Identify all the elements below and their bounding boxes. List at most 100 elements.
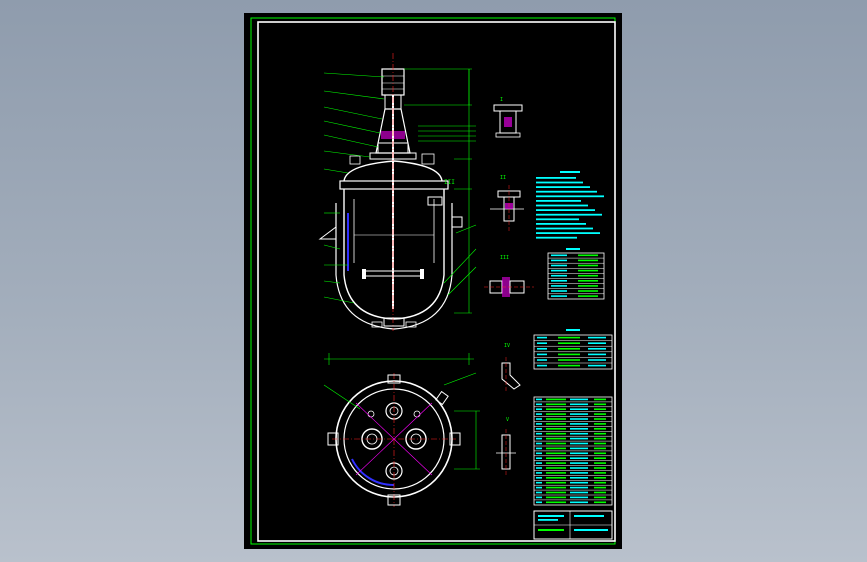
illegible-text-stroke xyxy=(594,408,606,410)
illegible-text-stroke xyxy=(536,486,542,489)
parts-list-table xyxy=(533,396,613,506)
illegible-text-stroke xyxy=(574,529,608,531)
illegible-text-stroke xyxy=(588,348,606,350)
illegible-text-stroke xyxy=(536,501,542,504)
drawing-canvas: III xyxy=(250,17,616,545)
detail-view-iii: III xyxy=(484,255,534,297)
illegible-text-stroke xyxy=(546,423,566,425)
reactor-top-view xyxy=(323,353,480,507)
illegible-text-stroke xyxy=(536,186,590,188)
illegible-text-stroke xyxy=(570,418,588,420)
detail-view-i: I xyxy=(493,97,523,138)
illegible-text-stroke xyxy=(546,486,566,489)
illegible-text-stroke xyxy=(570,413,588,415)
detail-view-v: V xyxy=(496,417,516,475)
svg-text:I: I xyxy=(500,97,503,103)
illegible-text-stroke xyxy=(536,195,604,198)
illegible-text-stroke xyxy=(558,348,580,350)
illegible-text-stroke xyxy=(588,364,606,367)
illegible-text-stroke xyxy=(578,285,598,287)
illegible-text-stroke xyxy=(551,274,567,277)
illegible-text-stroke xyxy=(538,519,558,521)
illegible-text-stroke xyxy=(546,491,566,494)
illegible-text-stroke xyxy=(594,413,606,415)
jacket xyxy=(335,203,453,330)
illegible-text-stroke xyxy=(537,364,547,367)
illegible-text-stroke xyxy=(536,408,542,410)
illegible-text-stroke xyxy=(594,477,606,479)
illegible-text-stroke xyxy=(570,428,588,430)
illegible-text-stroke xyxy=(570,457,588,459)
illegible-text-stroke xyxy=(546,481,566,484)
illegible-text-stroke xyxy=(570,501,588,504)
illegible-text-stroke xyxy=(536,181,583,184)
illegible-text-stroke xyxy=(570,496,588,499)
illegible-text-stroke xyxy=(546,403,566,406)
illegible-text-stroke xyxy=(536,223,586,225)
illegible-text-stroke xyxy=(546,496,566,499)
illegible-text-stroke xyxy=(537,342,547,344)
illegible-text-stroke xyxy=(578,274,598,277)
svg-text:III: III xyxy=(500,255,509,261)
reactor-front-view: III xyxy=(318,53,477,331)
nozzle-table xyxy=(533,329,613,370)
illegible-text-stroke xyxy=(536,496,542,499)
illegible-text-stroke xyxy=(551,269,567,272)
illegible-text-stroke xyxy=(578,290,598,292)
illegible-text-stroke xyxy=(578,295,598,297)
illegible-text-stroke xyxy=(536,432,542,435)
illegible-text-stroke xyxy=(537,336,547,339)
illegible-text-stroke xyxy=(588,353,606,356)
section-mark-iii: III xyxy=(444,179,455,186)
illegible-text-stroke xyxy=(570,481,588,484)
illegible-text-stroke xyxy=(570,477,588,479)
illegible-text-stroke xyxy=(536,213,602,216)
illegible-text-stroke xyxy=(558,336,580,339)
illegible-text-stroke xyxy=(546,428,566,430)
illegible-text-stroke xyxy=(546,432,566,435)
illegible-text-stroke xyxy=(594,491,606,494)
inner-vessel xyxy=(343,189,445,320)
illegible-text-stroke xyxy=(536,236,577,239)
illegible-text-stroke xyxy=(594,467,606,469)
illegible-text-stroke xyxy=(594,462,606,464)
illegible-text-stroke xyxy=(588,336,606,339)
illegible-text-stroke xyxy=(551,280,567,282)
illegible-text-stroke xyxy=(546,452,566,455)
illegible-text-stroke xyxy=(570,398,588,401)
detail-view-iv: IV xyxy=(501,343,521,391)
illegible-text-stroke xyxy=(594,432,606,435)
illegible-text-stroke xyxy=(536,218,579,221)
illegible-text-stroke xyxy=(594,418,606,420)
illegible-text-stroke xyxy=(558,359,580,361)
illegible-text-stroke xyxy=(594,428,606,430)
drawing-sheet: III xyxy=(244,13,622,549)
illegible-text-stroke xyxy=(536,227,593,230)
illegible-text-stroke xyxy=(570,486,588,489)
illegible-text-stroke xyxy=(536,452,542,455)
illegible-text-stroke xyxy=(536,428,542,430)
illegible-text-stroke xyxy=(566,329,580,331)
illegible-text-stroke xyxy=(536,462,542,464)
illegible-text-stroke xyxy=(551,254,567,257)
illegible-text-stroke xyxy=(551,259,567,262)
illegible-text-stroke xyxy=(558,353,580,356)
illegible-text-stroke xyxy=(546,413,566,415)
illegible-text-stroke xyxy=(551,285,567,287)
technical-requirements-block xyxy=(536,171,604,239)
illegible-text-stroke xyxy=(570,432,588,435)
illegible-text-stroke xyxy=(558,342,580,344)
illegible-text-stroke xyxy=(536,232,600,234)
illegible-text-stroke xyxy=(570,442,588,445)
illegible-text-stroke xyxy=(570,462,588,464)
illegible-text-stroke xyxy=(536,481,542,484)
illegible-text-stroke xyxy=(588,359,606,361)
illegible-text-stroke xyxy=(594,437,606,440)
illegible-text-stroke xyxy=(594,403,606,406)
illegible-text-stroke xyxy=(546,408,566,410)
illegible-text-stroke xyxy=(570,452,588,455)
illegible-text-stroke xyxy=(546,472,566,474)
illegible-text-stroke xyxy=(536,398,542,401)
illegible-text-stroke xyxy=(570,472,588,474)
